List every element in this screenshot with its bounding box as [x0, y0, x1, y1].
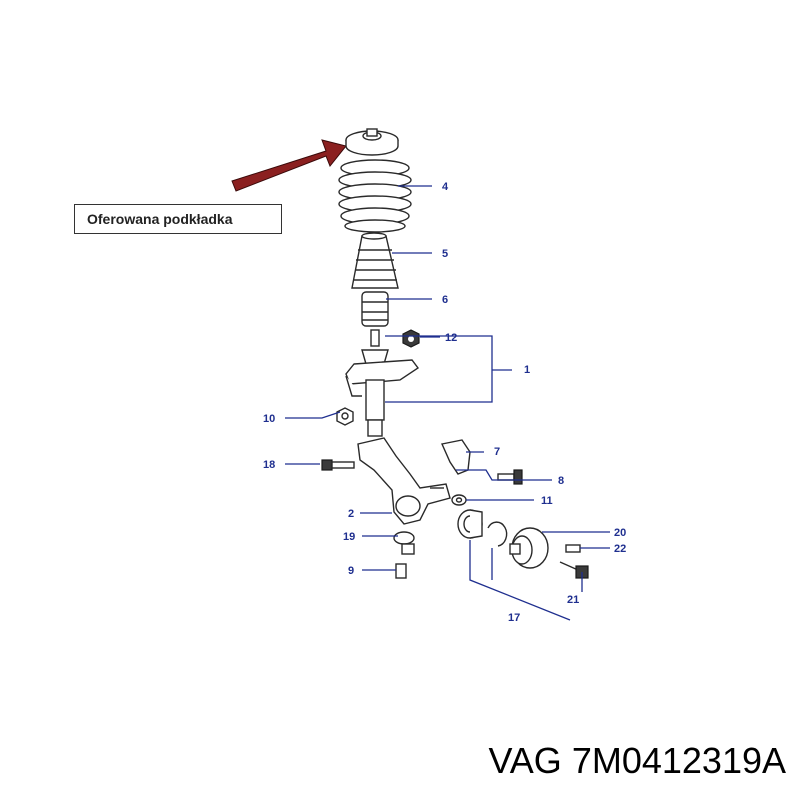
- strut-assembly: [345, 329, 420, 437]
- bolt-18: [321, 459, 355, 471]
- top-washer: [345, 128, 399, 156]
- label-7: 7: [494, 446, 500, 458]
- nut-10: [336, 407, 354, 426]
- wheel-hub: [509, 527, 549, 569]
- bolt-8: [497, 469, 523, 485]
- label-2: 2: [348, 508, 354, 520]
- label-5: 5: [442, 248, 448, 260]
- dust-boot: [351, 232, 399, 289]
- shield-plate: [441, 439, 471, 475]
- bump-stop: [361, 291, 389, 327]
- bolt-22: [565, 544, 581, 553]
- label-10: 10: [263, 413, 275, 425]
- offered-washer-callout: Oferowana podkładka: [74, 204, 282, 234]
- label-8: 8: [558, 475, 564, 487]
- leader-lines: [285, 185, 610, 621]
- part-number: 7M0412319A: [571, 740, 786, 781]
- coil-spring: [338, 159, 412, 233]
- label-6: 6: [442, 294, 448, 306]
- brand-name: VAG: [488, 740, 562, 781]
- washer-11: [451, 494, 467, 506]
- highlight-arrow: [231, 139, 347, 192]
- wheel-bearing: [457, 509, 508, 547]
- steering-knuckle: [357, 437, 451, 525]
- label-17: 17: [508, 612, 520, 624]
- part-labels: 4 5 6 12 1 10 18 2 19 9 7 8 11 20 22 21 …: [263, 181, 626, 624]
- label-11: 11: [541, 495, 553, 507]
- callout-text: Oferowana podkładka: [87, 211, 233, 227]
- part-code: VAG 7M0412319A: [488, 740, 786, 782]
- label-20: 20: [614, 527, 626, 539]
- nut-9: [395, 563, 407, 579]
- label-22: 22: [614, 543, 626, 555]
- label-12: 12: [445, 332, 457, 344]
- label-19: 19: [343, 531, 355, 543]
- nut-12: [402, 329, 420, 348]
- label-18: 18: [263, 459, 275, 471]
- label-21: 21: [567, 594, 579, 606]
- label-1: 1: [524, 364, 530, 376]
- label-4: 4: [442, 181, 449, 193]
- label-9: 9: [348, 565, 354, 577]
- hub-bolt-21: [559, 561, 589, 579]
- ball-joint: [393, 531, 415, 555]
